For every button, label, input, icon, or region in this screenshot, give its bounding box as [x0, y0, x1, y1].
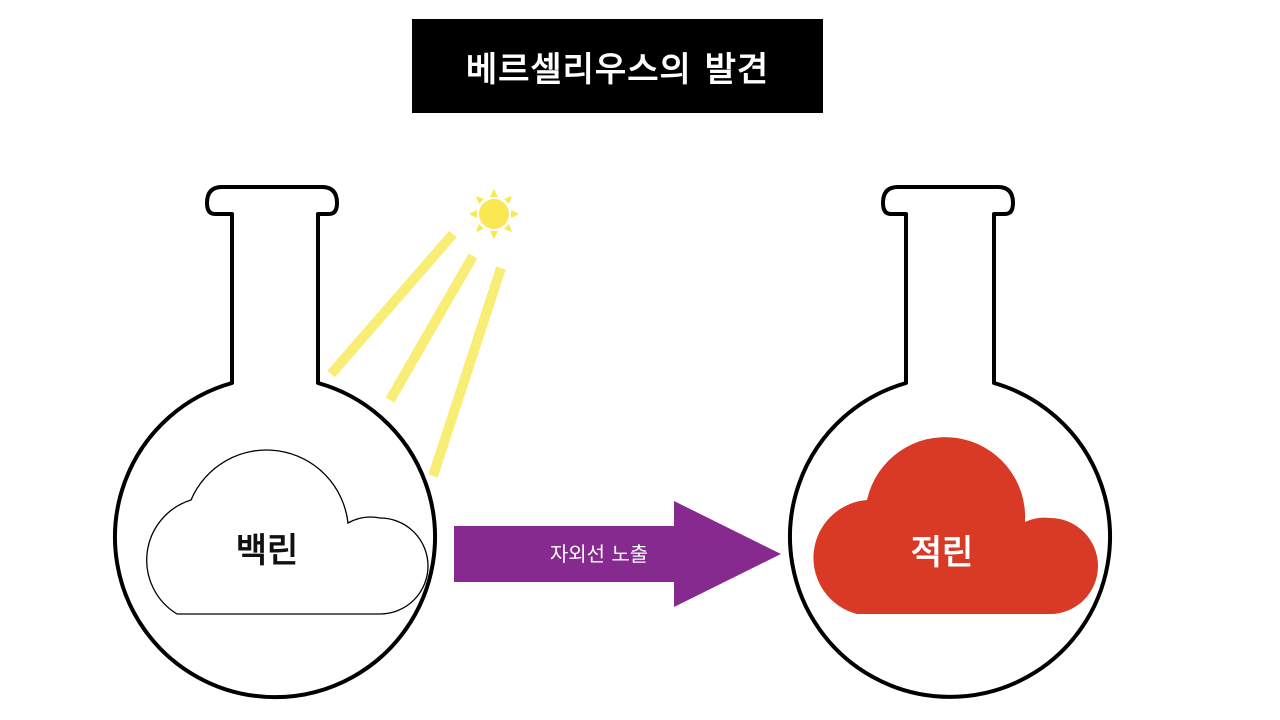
- right-flask: 적린: [788, 185, 1112, 699]
- ray-1: [327, 230, 457, 378]
- red-phosphorus-cloud: [813, 437, 1098, 614]
- left-flask-outline: [113, 185, 437, 700]
- right-flask-label: 적린: [911, 533, 974, 573]
- left-flask-label: 백린: [236, 531, 299, 571]
- page-title: 베르셀리우스의 발견: [465, 49, 770, 90]
- arrow-shape: [454, 501, 781, 607]
- uv-rays: [327, 230, 506, 478]
- sun-icon: [469, 189, 519, 239]
- white-phosphorus-cloud: [146, 449, 429, 615]
- ray-3: [428, 266, 506, 478]
- left-flask: 백린: [113, 185, 437, 700]
- right-flask-outline: [788, 185, 1112, 699]
- title-banner: 베르셀리우스의 발견: [412, 19, 823, 113]
- ray-2: [385, 253, 478, 403]
- arrow-label: 자외선 노출: [550, 542, 648, 566]
- uv-arrow: 자외선 노출: [454, 501, 781, 607]
